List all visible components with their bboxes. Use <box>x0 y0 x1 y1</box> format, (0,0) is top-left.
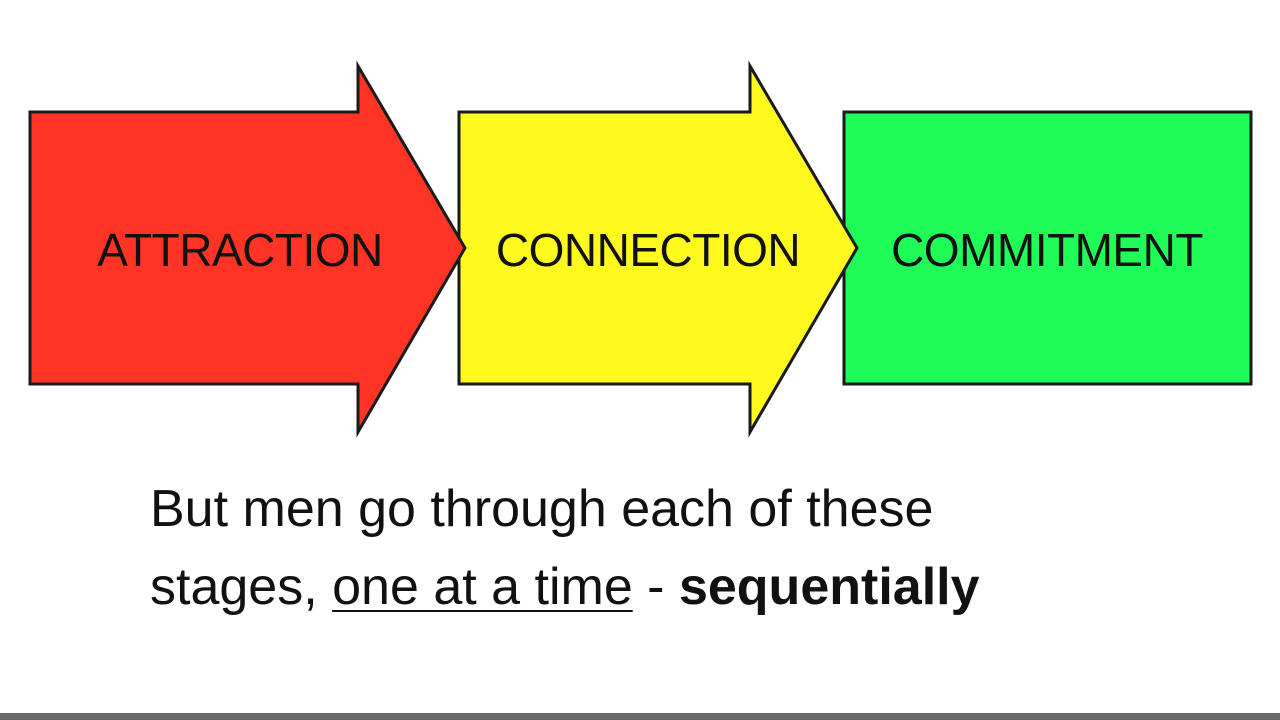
caption-strong: sequentially <box>678 558 980 616</box>
attraction-label: ATTRACTION <box>97 224 382 276</box>
attraction-arrow <box>28 60 467 438</box>
commitment-box <box>842 110 1253 386</box>
stage-attraction: ATTRACTION <box>28 60 467 438</box>
caption-line-2: stages, one at a time - sequentially <box>150 548 1200 626</box>
caption-line-1-text: But men go through each of these <box>150 480 934 538</box>
stages-diagram: COMMITMENT CONNECTION ATTRACTION <box>28 60 1253 438</box>
caption-line-1: But men go through each of these <box>150 470 1200 548</box>
caption-line-2-start: stages, <box>150 558 333 616</box>
caption: But men go through each of these stages,… <box>150 470 1200 626</box>
caption-separator: - <box>632 558 679 616</box>
stage-commitment: COMMITMENT <box>842 110 1253 386</box>
caption-emphasis: one at a time <box>332 558 633 616</box>
stage-connection: CONNECTION <box>457 60 859 438</box>
connection-label: CONNECTION <box>496 224 800 276</box>
bottom-bar <box>0 713 1280 720</box>
connection-arrow <box>457 60 859 438</box>
commitment-label: COMMITMENT <box>891 224 1203 276</box>
